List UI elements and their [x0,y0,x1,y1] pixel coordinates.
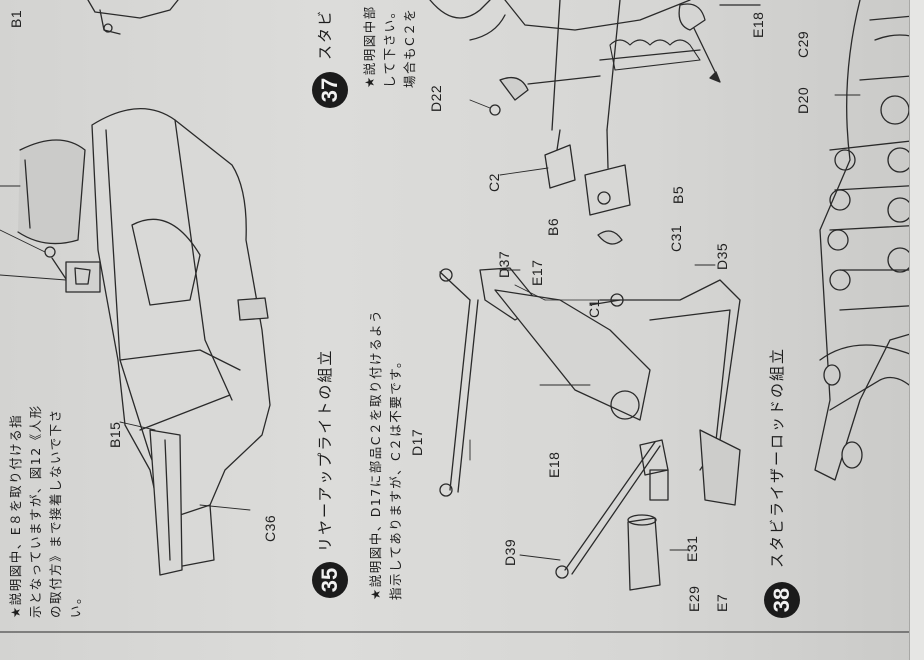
part-label-b15: B15 [107,421,123,448]
part-label-d35: D35 [714,242,730,270]
part-label-d39: D39 [502,538,518,566]
part-label-c1: C1 [586,299,602,318]
part-label-b1: B1 [8,9,24,28]
page-edge [909,0,924,660]
part-label-e29: E29 [686,585,702,612]
part-label-c31: C31 [668,224,684,252]
part-label-c36: C36 [262,514,278,542]
part-label-e31: E31 [684,535,700,562]
part-label-e18: E18 [546,451,562,478]
step37-note-line-2: して下さい。 [382,4,397,88]
previous-step-fragment [87,0,179,35]
step36-note-line-4: い。 [68,589,83,618]
step35-title: リヤーアップライトの組立 [316,348,334,552]
step37-stabilizer-drawing [429,0,761,245]
step36-note-line-3: の取付方》まで接着しないで下さ [48,408,63,618]
step36-note-line-2: 示となっていますが、図12《人形 [28,404,43,618]
step36-body-drawing [0,108,271,576]
part-label-d17: D17 [409,428,425,456]
part-label-e18-step37: E18 [750,11,766,38]
part-label-c2: C2 [486,173,502,192]
part-label-b5: B5 [670,185,686,204]
part-label-e7: E7 [714,593,730,612]
step38-title: スタビライザーロッドの組立 [768,346,786,568]
step35-number-badge: 35 [312,562,348,598]
part-label-b6: B6 [545,217,561,236]
part-label-e17: E17 [529,259,545,286]
step36-note-line-1: ★説明図中、E８を取り付ける指 [8,413,23,618]
part-label-d37: D37 [496,250,512,278]
step37-title: スタビ [316,8,334,60]
step35-note-line-2: 指示してありますが、C２は不要です。 [388,354,403,600]
part-label-d20: D20 [795,86,811,114]
step38-number-badge: 38 [764,582,800,618]
step37-note-line-3: 場合もC２を [402,7,417,88]
step35-upright-drawing [439,264,741,591]
step37-note-line-1: ★説明図中部 [362,5,377,88]
part-label-d22: D22 [428,84,444,112]
step37-number-badge: 37 [312,72,348,108]
step35-note-line-1: ★説明図中、D17に部品C２を取り付けるよう [368,309,383,600]
part-label-c29: C29 [795,30,811,58]
step38-engine-drawing [814,0,924,481]
